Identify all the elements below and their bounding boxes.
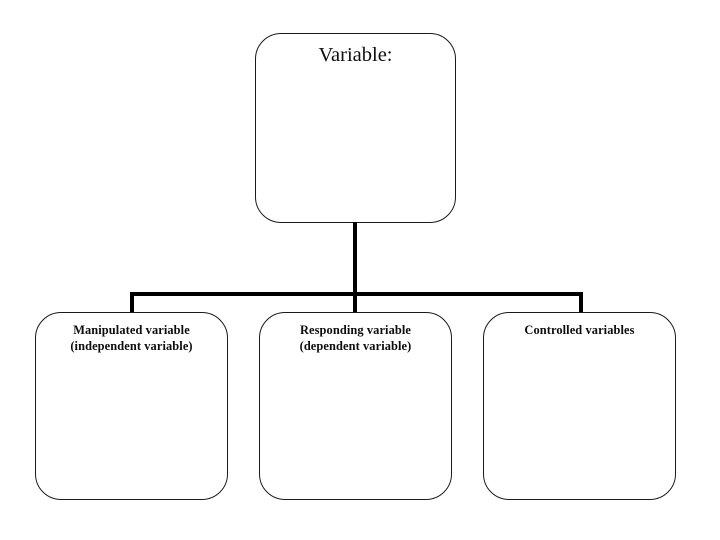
connector-drop-right (579, 292, 583, 313)
node-controlled-variables[interactable]: Controlled variables (483, 312, 676, 500)
node-controlled-variables-label: Controlled variables (524, 323, 635, 337)
connector-vertical-stem (353, 222, 357, 313)
node-manipulated-variable-label: Manipulated variable (independent variab… (70, 323, 193, 353)
node-responding-variable-label: Responding variable (dependent variable) (299, 323, 412, 353)
node-variable-label: Variable: (318, 44, 393, 66)
node-responding-variable[interactable]: Responding variable (dependent variable) (259, 312, 452, 500)
node-variable[interactable]: Variable: (255, 33, 456, 223)
connector-horizontal-bar (130, 292, 583, 296)
connector-drop-left (130, 292, 134, 313)
node-manipulated-variable[interactable]: Manipulated variable (independent variab… (35, 312, 228, 500)
